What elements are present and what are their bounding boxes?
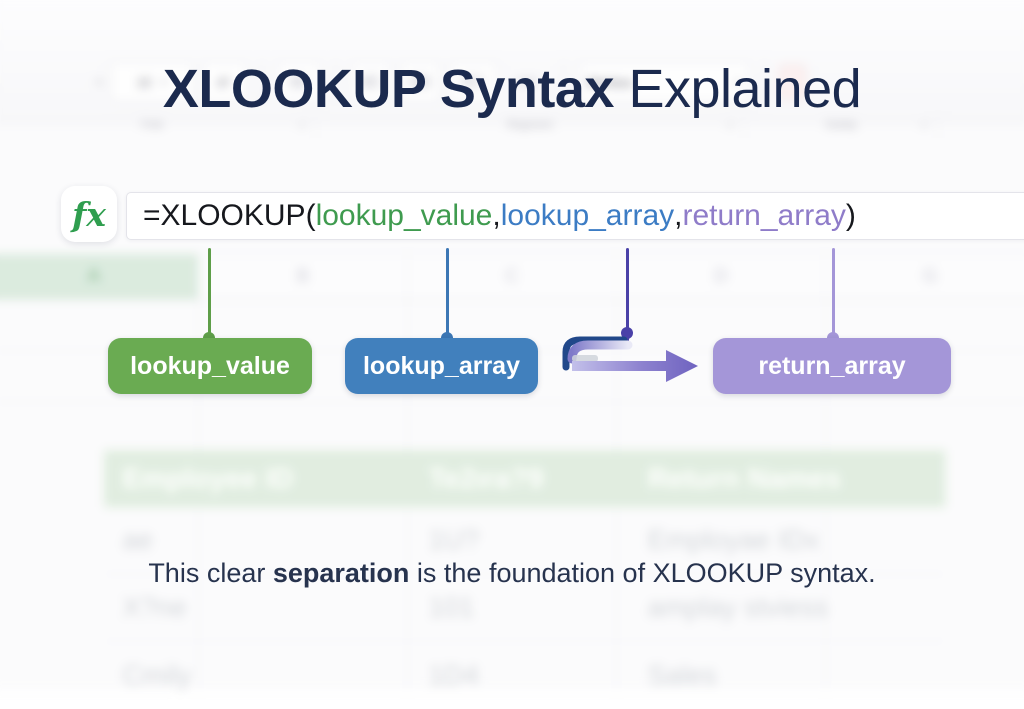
table-row: X?ne 101 amplay stviess bbox=[104, 575, 946, 642]
number-format-value: Merbea bbox=[587, 74, 632, 90]
chevron-down-icon: ▾ bbox=[161, 76, 167, 87]
table-row: ae 1U? Employae IDx bbox=[104, 507, 946, 575]
table-cell: amplay stviess bbox=[647, 591, 829, 623]
page-title-bold: XLOOKUP Syntax bbox=[162, 59, 615, 119]
column-header-a: A bbox=[0, 254, 199, 300]
column-header-b: B bbox=[199, 254, 408, 300]
caption-part2: is the foundation of XLOOKUP syntax. bbox=[409, 558, 876, 588]
formula-suffix: ) bbox=[845, 199, 856, 232]
flow-arrow-svg bbox=[562, 336, 698, 382]
pill-return-array-label: return_array bbox=[758, 351, 906, 380]
dialog-launcher-icon: ◕ bbox=[727, 119, 734, 131]
formula-separator: , bbox=[674, 199, 683, 232]
increase-decimal-button bbox=[505, 78, 548, 85]
caption-part1: This clear bbox=[148, 558, 273, 588]
lines-icon bbox=[289, 76, 308, 88]
pill-return-array[interactable]: return_array bbox=[713, 338, 951, 394]
table-header-row: Employee ID Te2ıra?9 Return Names bbox=[104, 450, 946, 508]
ribbon-group-number-label: Subdy bbox=[825, 118, 857, 131]
formula-arg-lookup-value: lookup_value bbox=[315, 199, 493, 232]
merge-cells-button bbox=[448, 61, 498, 103]
pill-lookup-value-label: lookup_value bbox=[130, 351, 290, 380]
dialog-launcher-icon: ◕ bbox=[298, 119, 305, 131]
return-array-connector-a bbox=[626, 248, 629, 343]
table-header-cell: Employee ID bbox=[122, 462, 294, 494]
grid-line bbox=[0, 401, 1024, 403]
merge-icon bbox=[461, 76, 484, 88]
formula-arg-return-array: return_array bbox=[682, 199, 846, 232]
table-cell: Employae IDx bbox=[647, 524, 820, 556]
align-left-button bbox=[350, 61, 392, 103]
caption-bold: separation bbox=[272, 558, 410, 588]
table-cell: 1U? bbox=[428, 524, 479, 556]
pill-lookup-array-label: lookup_array bbox=[362, 351, 520, 380]
column-header-g: G bbox=[922, 265, 938, 287]
chevron-down-icon: ▾ bbox=[735, 76, 741, 87]
font-size-combo: 15 ▾ bbox=[109, 61, 194, 103]
ribbon-divider bbox=[763, 58, 765, 106]
ribbon-group-number: Subdy ◕ bbox=[745, 111, 939, 139]
excel-ribbon: ▾ 15 ▾ A¹ bbox=[0, 0, 1024, 139]
font-effects-button: A¹ bbox=[201, 61, 247, 103]
table-cell: ae bbox=[122, 524, 154, 556]
spreadsheet-column-headers: A B C D G bbox=[0, 253, 1024, 301]
ribbon-group-alignment-label: Regment bbox=[507, 118, 553, 131]
formula-separator: , bbox=[492, 199, 501, 232]
flow-arrow bbox=[558, 333, 708, 391]
ribbon-controls-row: ▾ 15 ▾ A¹ bbox=[0, 52, 1024, 111]
page-title: XLOOKUP Syntax Explained bbox=[0, 58, 1024, 120]
caption: This clear separation is the foundation … bbox=[0, 558, 1024, 589]
column-header-d: D bbox=[617, 254, 827, 300]
pill-lookup-array[interactable]: lookup_array bbox=[345, 338, 538, 394]
formula-bar[interactable]: =XLOOKUP(lookup_value, lookup_array, ret… bbox=[126, 192, 1024, 240]
align-left-icon bbox=[360, 76, 381, 88]
fx-icon: fx bbox=[61, 186, 117, 242]
return-array-connector-a-dot bbox=[621, 327, 633, 339]
lookup-array-connector bbox=[446, 248, 449, 348]
lookup-value-connector bbox=[208, 248, 211, 348]
background-data-table: Employee ID Te2ıra?9 Return Names ae 1U?… bbox=[104, 450, 946, 709]
fx-icon-label: fx bbox=[72, 194, 106, 234]
styles-button bbox=[778, 64, 806, 100]
indent-button bbox=[275, 61, 321, 103]
ribbon-group-font-label: Fole bbox=[141, 118, 164, 131]
column-header-c: C bbox=[408, 254, 618, 300]
pill-lookup-value[interactable]: lookup_value bbox=[108, 338, 312, 394]
table-cell: 101 bbox=[428, 591, 475, 623]
page-title-normal: Explained bbox=[613, 59, 862, 119]
number-format-combo: Merbea ▾ bbox=[577, 61, 750, 103]
ribbon-divider bbox=[260, 58, 262, 106]
dialog-launcher-icon: ◕ bbox=[920, 119, 928, 131]
chevron-down-icon: ▾ bbox=[96, 76, 102, 87]
align-center-icon bbox=[409, 76, 430, 88]
align-center-button bbox=[399, 61, 441, 103]
formula-arg-lookup-array: lookup_array bbox=[500, 199, 675, 232]
ribbon-group-labels: Fole ◕ Regment ◕ Subdy ◕ bbox=[0, 111, 1024, 139]
ribbon-group-font: Fole ◕ bbox=[0, 111, 317, 139]
font-size-value: 15 bbox=[136, 74, 152, 90]
ribbon-group-alignment: Regment ◕ bbox=[316, 111, 745, 139]
ribbon-divider bbox=[562, 58, 564, 106]
font-effects-label: A¹ bbox=[217, 74, 231, 90]
ribbon-divider bbox=[335, 58, 337, 106]
table-cell: X?ne bbox=[122, 591, 187, 623]
return-array-connector-b bbox=[832, 248, 835, 348]
formula-prefix: =XLOOKUP( bbox=[143, 199, 316, 232]
table-header-cell: Return Names bbox=[647, 462, 842, 494]
table-header-cell: Te2ıra?9 bbox=[428, 462, 544, 494]
